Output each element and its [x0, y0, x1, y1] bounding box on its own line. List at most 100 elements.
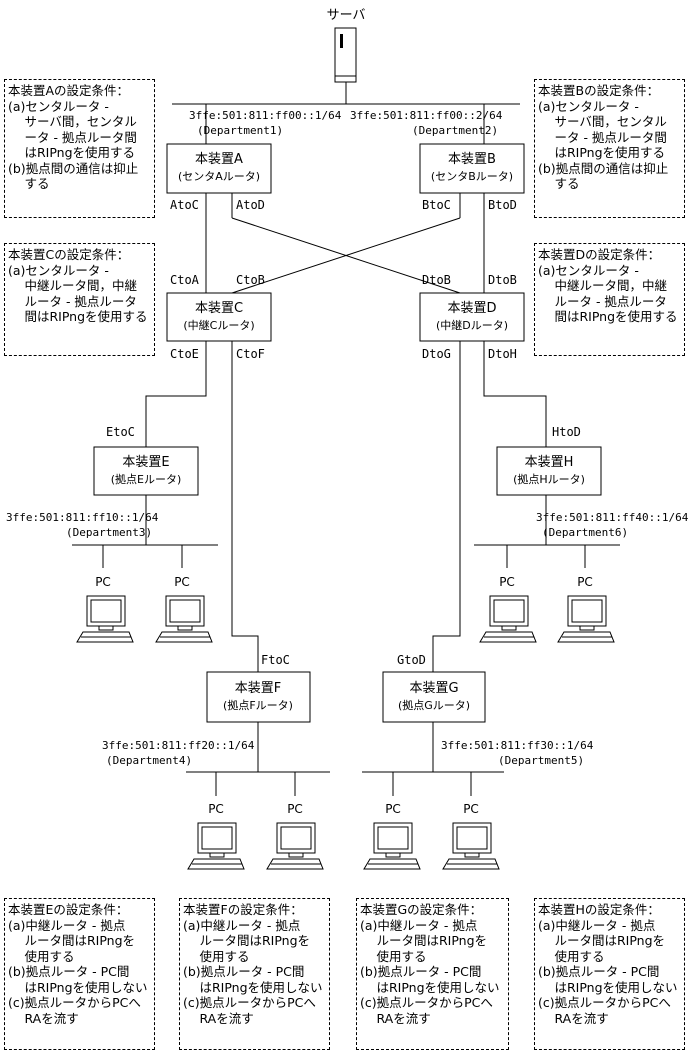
pc-label-f2: PC: [287, 802, 303, 816]
iface-ctoe: CtoE: [170, 347, 199, 361]
device-g-name: 本装置G: [409, 681, 458, 696]
note-e-line: はRIPngを使用しない: [8, 979, 148, 995]
note-e-line: (c)拠点ルータからPCへ: [8, 995, 141, 1010]
pc-label-g1: PC: [385, 802, 401, 816]
iface-dtob: DtoB: [422, 273, 451, 287]
link-b-c: [231, 217, 461, 294]
note-b-line: はRIPngを使用する: [538, 145, 666, 160]
device-f-name: 本装置F: [235, 681, 281, 696]
iface-ctof: CtoF: [236, 347, 265, 361]
note-a-line: サーバ間，センタル: [8, 114, 137, 129]
note-e-title: 本装置Eの設定条件：: [8, 902, 129, 917]
dept2-address: 3ffe:501:811:ff00::2/64: [350, 109, 503, 122]
note-g-line: (b)拠点ルータ - PC間: [360, 964, 482, 979]
note-g-line: RAを流す: [360, 1010, 431, 1026]
note-c-line: 中継ルータ間，中継: [8, 278, 137, 293]
dept6-name: (Department6): [542, 526, 628, 539]
note-h-line: ルータ間はRIPngを: [538, 933, 666, 948]
note-c-line: 間はRIPngを使用する: [8, 309, 148, 324]
note-f-line: (c)拠点ルータからPCへ: [183, 995, 316, 1010]
iface-atod: AtoD: [236, 198, 265, 212]
dept1-address: 3ffe:501:811:ff00::1/64: [189, 109, 342, 122]
dept3-name: (Department3): [66, 526, 152, 539]
note-device-c: 本装置Cの設定条件： (a)センタルータ - 中継ルータ間，中継 ルータ - 拠…: [4, 243, 155, 356]
link-c-e: [145, 341, 207, 447]
note-a-line: する: [8, 176, 50, 191]
note-h-line: (b)拠点ルータ - PC間: [538, 964, 660, 979]
note-g-line: 使用する: [360, 948, 427, 964]
note-h-line: (c)拠点ルータからPCへ: [538, 995, 671, 1010]
note-f-line: 使用する: [183, 948, 250, 964]
note-g-line: (c)拠点ルータからPCへ: [360, 995, 493, 1010]
server-icon: [334, 27, 357, 83]
note-c-title: 本装置Cの設定条件：: [8, 247, 130, 262]
device-d-role: (中継Dルータ): [436, 318, 508, 332]
iface-dtog: DtoG: [422, 347, 451, 361]
note-h-line: RAを流す: [538, 1010, 609, 1026]
note-b-title: 本装置Bの設定条件：: [538, 83, 660, 98]
pc-icon-h1: [479, 595, 537, 643]
device-c-box: [166, 292, 272, 342]
iface-ctoa: CtoA: [170, 273, 200, 287]
device-f-role: (拠点Fルータ): [223, 699, 293, 712]
iface-atoc: AtoC: [170, 198, 199, 212]
note-device-d: 本装置Dの設定条件： (a)センタルータ - 中継ルータ間，中継 ルータ - 拠…: [534, 243, 685, 356]
note-g-title: 本装置Gの設定条件：: [360, 902, 483, 917]
link-d-h: [483, 341, 547, 447]
device-b-box: [419, 143, 525, 194]
dept5-name: (Department5): [498, 754, 584, 767]
device-b-role: (センタBルータ): [431, 170, 513, 183]
note-e-line: 使用する: [8, 948, 75, 964]
note-device-a: 本装置Aの設定条件： (a)センタルータ - サーバ間，センタル ータ - 拠点…: [4, 79, 155, 218]
iface-ftoc: FtoC: [261, 653, 290, 667]
device-a-name: 本装置A: [195, 152, 243, 167]
note-b-line: (a)センタルータ -: [538, 98, 639, 114]
device-h-name: 本装置H: [525, 455, 574, 470]
note-device-b: 本装置Bの設定条件： (a)センタルータ - サーバ間，センタル ータ - 拠点…: [534, 79, 685, 218]
iface-dtoh: DtoH: [488, 347, 517, 361]
note-device-g: 本装置Gの設定条件： (a)中継ルータ - 拠点 ルータ間はRIPngを 使用す…: [356, 898, 509, 1050]
pc-label-h1: PC: [499, 575, 515, 589]
note-f-line: (b)拠点ルータ - PC間: [183, 964, 305, 979]
link-c-f: [231, 341, 259, 672]
dept4-address: 3ffe:501:811:ff20::1/64: [102, 739, 255, 752]
note-device-h: 本装置Hの設定条件： (a)中継ルータ - 拠点 ルータ間はRIPngを 使用す…: [534, 898, 685, 1050]
device-a-box: [166, 143, 272, 194]
note-h-line: (a)中継ルータ - 拠点: [538, 917, 656, 933]
dept4-name: (Department4): [106, 754, 192, 767]
pc-label-f1: PC: [208, 802, 224, 816]
device-d-box: [419, 292, 525, 342]
pc-label-e2: PC: [174, 575, 190, 589]
device-c-name: 本装置C: [195, 301, 243, 316]
device-b-name: 本装置B: [448, 152, 496, 167]
iface-gtod: GtoD: [397, 653, 426, 667]
dept5-address: 3ffe:501:811:ff30::1/64: [441, 739, 594, 752]
note-f-line: RAを流す: [183, 1010, 254, 1026]
note-a-line: (b)拠点間の通信は抑止: [8, 160, 139, 176]
note-d-line: 中継ルータ間，中継: [538, 278, 667, 293]
note-g-line: はRIPngを使用しない: [360, 979, 500, 995]
note-b-line: (b)拠点間の通信は抑止: [538, 160, 669, 176]
device-g-role: (拠点Gルータ): [398, 699, 470, 712]
note-e-line: (b)拠点ルータ - PC間: [8, 964, 130, 979]
pc-label-h2: PC: [577, 575, 593, 589]
note-a-line: ータ - 拠点ルータ間: [8, 129, 137, 145]
pc-icon-f1: [187, 822, 245, 870]
pc-icon-g2: [442, 822, 500, 870]
note-b-line: サーバ間，センタル: [538, 114, 667, 129]
note-b-line: する: [538, 176, 580, 191]
device-f-box: [206, 671, 311, 723]
device-c-role: (中継Cルータ): [183, 318, 254, 332]
note-f-line: (a)中継ルータ - 拠点: [183, 917, 301, 933]
device-h-box: [496, 446, 602, 496]
note-e-line: RAを流す: [8, 1010, 79, 1026]
note-device-e: 本装置Eの設定条件： (a)中継ルータ - 拠点 ルータ間はRIPngを 使用す…: [4, 898, 155, 1050]
iface-dtob-2: DtoB: [488, 273, 517, 287]
link-d-g: [432, 341, 461, 672]
dept1-name: (Department1): [197, 124, 283, 137]
device-e-box: [93, 446, 199, 496]
note-f-line: はRIPngを使用しない: [183, 979, 323, 995]
pc-icon-h2: [557, 595, 615, 643]
iface-htod: HtoD: [552, 425, 581, 439]
note-e-line: (a)中継ルータ - 拠点: [8, 917, 126, 933]
